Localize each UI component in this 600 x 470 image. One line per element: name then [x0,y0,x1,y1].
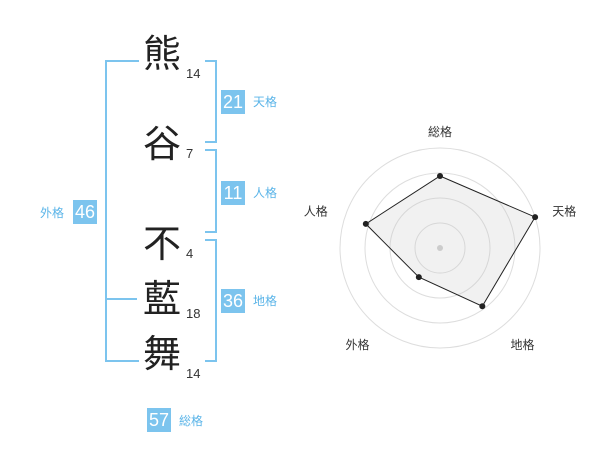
radar-axis-label-2: 天格 [552,204,576,219]
radar-point-1 [437,173,443,179]
chikaku-label: 地格 [253,294,278,308]
radar-axis-label-1: 総格 [428,124,452,139]
jinkaku-value: 11 [221,181,245,205]
chikaku-value: 36 [221,289,246,313]
radar-axis-label-4: 外格 [345,337,369,352]
stroke-count-3: 4 [186,246,194,261]
stroke-count-4: 18 [186,306,201,321]
tenkaku-value: 21 [221,90,246,114]
soukaku-value: 57 [147,408,172,432]
stroke-count-1: 14 [186,66,201,81]
name-char-2: 谷 [142,122,181,166]
stroke-count-2: 7 [186,146,194,161]
tenkaku-bracket [205,60,217,143]
radar-point-4 [415,274,422,281]
radar-axis-label-3: 地格 [511,337,535,352]
radar-point-3 [479,303,486,310]
name-char-1: 熊 [142,32,181,76]
gaikaku-value: 46 [73,200,98,224]
radar-point-5 [362,220,369,227]
soukaku-label: 総格 [179,414,204,428]
radar-ring-1 [414,222,466,274]
gaikaku-label: 外格 [40,206,65,220]
jinkaku-label: 人格 [253,186,278,200]
name-char-4: 藍 [142,277,181,321]
chikaku-bracket [205,239,217,362]
radar-center-dot [437,245,443,251]
radar-axis-label-5: 人格 [304,204,328,219]
stroke-count-5: 14 [186,366,201,381]
radar-ring-4 [339,147,541,349]
name-char-5: 舞 [142,332,181,376]
radar-point-2 [532,214,539,221]
tenkaku-label: 天格 [253,95,278,109]
gaikaku-bracket [105,60,139,362]
jinkaku-bracket [205,149,217,233]
radar-polygon [365,175,536,307]
name-char-3: 不 [142,222,181,266]
gaikaku-bracket-tick [105,298,137,300]
